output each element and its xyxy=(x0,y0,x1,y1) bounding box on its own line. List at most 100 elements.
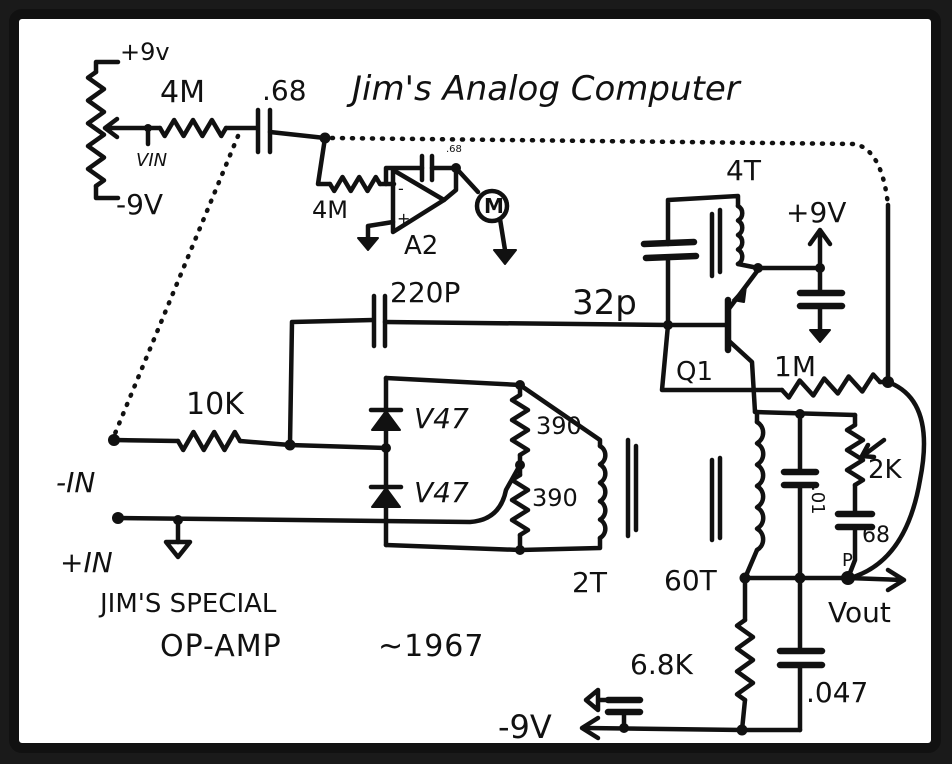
capacitor-32p-plates xyxy=(640,238,700,262)
transformer-4t-core xyxy=(709,207,723,279)
pot-wiper-arrow xyxy=(102,116,153,140)
decoupling-cap-plates xyxy=(796,289,846,310)
dotted-link-diagonal xyxy=(111,133,241,439)
label-c-220p: 220P xyxy=(390,276,460,309)
label-t-2t: 2T xyxy=(572,566,608,599)
caption-line-2: OP-AMP xyxy=(160,629,282,664)
resistor-a2-4m xyxy=(327,174,383,194)
label-d2: V47 xyxy=(414,476,469,509)
label-vout: Vout xyxy=(828,596,891,629)
wire-collector-bus xyxy=(752,409,858,418)
label-r-input: 4M xyxy=(160,75,205,110)
wire-right-feedback-curve xyxy=(847,379,927,581)
capacitor-01-plates xyxy=(780,468,820,489)
node-output-right xyxy=(841,571,855,585)
resistor-1m xyxy=(779,372,883,400)
vout-arrow-icon xyxy=(885,567,907,593)
label-op-plus: + xyxy=(397,209,410,228)
label-pot-top: +9v xyxy=(120,38,170,66)
capacitor-047-plates xyxy=(776,647,826,669)
label-pot-2k: 2K xyxy=(868,455,903,485)
meter-circle xyxy=(474,188,510,224)
resistor-390-b xyxy=(509,472,531,538)
meter-ground-wire xyxy=(497,216,508,253)
label-4t: 4T xyxy=(726,154,762,187)
transformer-2t-coil xyxy=(597,443,608,541)
label-r-390b: 390 xyxy=(532,484,578,512)
transformer-4t-coil xyxy=(735,203,745,267)
node-diode-junction xyxy=(381,443,391,453)
label-c-a2: .68 xyxy=(446,144,462,155)
label-r-390a: 390 xyxy=(536,412,582,440)
label-r-a2: 4M xyxy=(312,196,348,224)
wire-220p-right xyxy=(382,319,671,328)
resistor-input-4m xyxy=(157,117,229,139)
resistor-6-8k xyxy=(734,617,756,703)
node-a2-output xyxy=(451,163,461,173)
pot-2k-wiper-arrow xyxy=(859,437,887,460)
label-c-68: 68 xyxy=(862,523,890,548)
pot-top-lead xyxy=(93,59,121,75)
potentiometer-2k xyxy=(844,422,866,488)
transformer-2t-core xyxy=(625,437,639,539)
q1-emitter-arrow xyxy=(732,285,747,303)
label-r-10k: 10K xyxy=(186,387,245,422)
in-pos-ground-icon xyxy=(163,539,193,560)
a2-plus-input-wire xyxy=(365,219,396,241)
label-meter: M xyxy=(484,194,504,218)
label-c-input: .68 xyxy=(262,74,307,107)
label-supply-neg: -9V xyxy=(498,708,552,746)
label-c-32p: 32p xyxy=(572,283,637,323)
wire-2t-bottom xyxy=(517,535,603,553)
op-amp-a2-triangle xyxy=(390,167,447,235)
meter-ground-icon xyxy=(493,249,517,265)
label-l-60t: 60T xyxy=(664,564,718,597)
label-c-047: .047 xyxy=(806,676,868,709)
caption-year: ~1967 xyxy=(378,629,484,664)
transistor-q1 xyxy=(663,267,761,415)
label-d1: V47 xyxy=(414,402,469,435)
diode-stack-top-wire xyxy=(383,375,523,388)
label-op-minus: - xyxy=(398,179,404,198)
a2-feedback-capacitor xyxy=(419,153,435,183)
diagram-title: Jim's Analog Computer xyxy=(346,69,742,109)
wire-output-bus xyxy=(742,575,905,583)
label-c-01: .01 xyxy=(807,486,828,515)
wire-to-a2 xyxy=(315,135,333,187)
resistor-390-a xyxy=(509,392,531,458)
inductor-60t-coil xyxy=(754,419,766,553)
label-supply-pos: +9V xyxy=(786,196,846,229)
q1-collector-lead xyxy=(725,337,758,415)
input-potentiometer xyxy=(85,59,153,201)
a2-output-wire xyxy=(441,165,481,203)
supply-neg-arrow-icon xyxy=(579,715,601,741)
inductor-60t-core xyxy=(709,455,723,543)
wire-4t-top xyxy=(665,193,741,247)
resistor-10k xyxy=(175,429,243,453)
supply-neg-bypass-plates xyxy=(604,696,644,716)
wire-to-1m xyxy=(659,322,785,393)
wire-in-neg xyxy=(111,437,181,444)
label-a2: A2 xyxy=(404,231,438,261)
label-r-68k: 6.8K xyxy=(630,648,694,681)
label-r-1m: 1M xyxy=(774,350,816,383)
wire-220p-left xyxy=(287,317,376,447)
wire-supply-neg xyxy=(583,725,803,733)
label-pot-bottom: -9V xyxy=(116,188,163,221)
a2-ground-icon xyxy=(357,237,379,251)
diode-stack-bottom-wire xyxy=(383,542,523,553)
decoupling-ground-icon xyxy=(809,329,831,343)
label-vin: VIN xyxy=(136,150,167,171)
diode-2-triangle xyxy=(371,487,401,508)
supply-pos-arrow xyxy=(807,227,833,271)
dotted-link-top xyxy=(329,135,891,208)
node-supply-neg-a xyxy=(736,724,748,736)
node-10k xyxy=(284,439,296,451)
label-p: P xyxy=(842,550,853,571)
pot-resistor-zigzag xyxy=(85,69,107,189)
wire-in-pos xyxy=(115,462,523,525)
label-in-pos: +IN xyxy=(60,546,113,579)
pot-bottom-lead xyxy=(93,183,121,201)
a2-integrator xyxy=(315,135,517,265)
